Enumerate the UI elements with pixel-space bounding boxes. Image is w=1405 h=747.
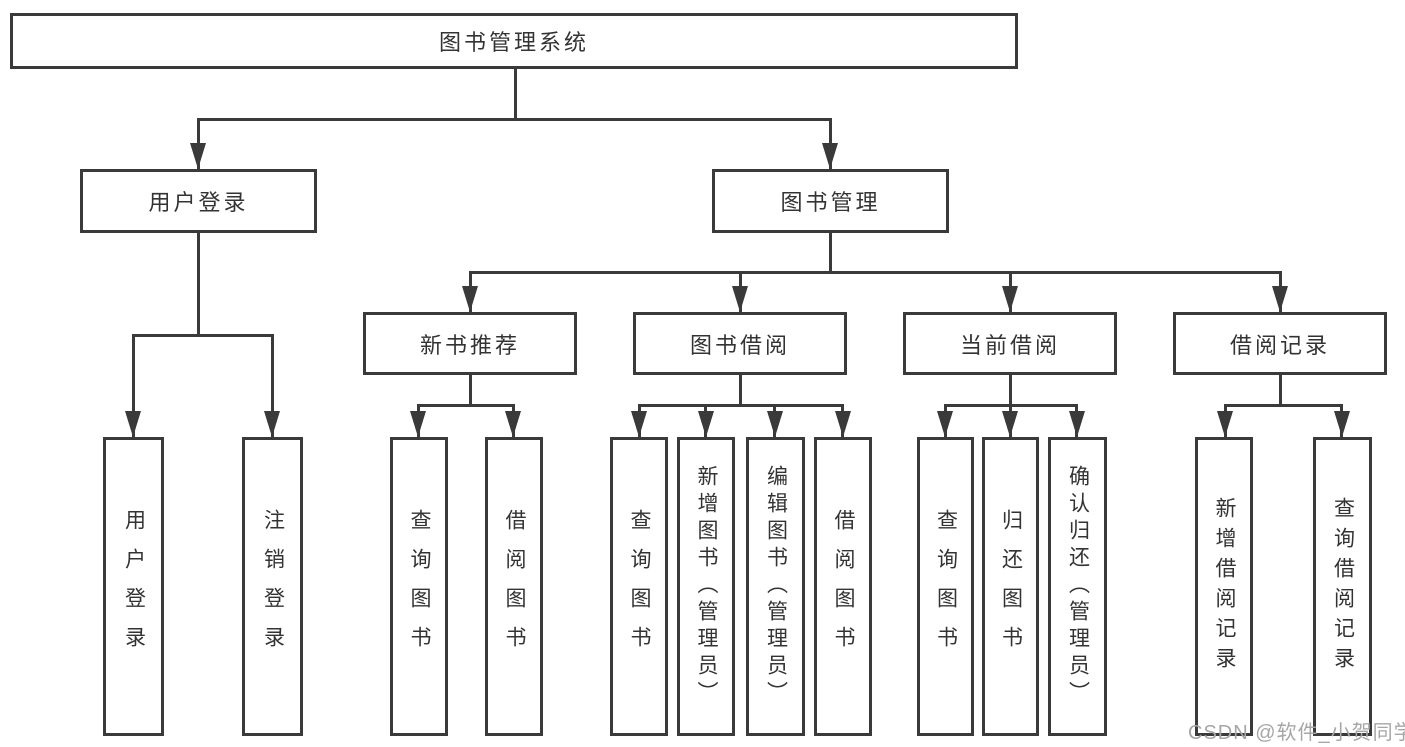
node-label: 图书管理系统 (438, 30, 589, 55)
leaf-label: 用户登录 (122, 508, 146, 665)
leaf-query-books-current: 查询图书 (917, 437, 974, 736)
arrowhead-down-icon (1069, 411, 1085, 437)
node-user-login: 用户登录 (80, 169, 317, 233)
node-label: 用户登录 (148, 190, 249, 215)
connector-stem (1009, 375, 1012, 407)
arrowhead-down-icon (264, 411, 280, 437)
arrowhead-down-icon (698, 411, 714, 437)
leaf-user-login: 用户登录 (103, 437, 164, 736)
leaf-label: 借阅图书 (503, 508, 526, 665)
node-label: 图书借阅 (689, 332, 790, 358)
node-label: 当前借阅 (959, 332, 1060, 358)
connector-root-rail (197, 118, 832, 121)
leaf-add-borrow-record: 新增借阅记录 (1195, 437, 1253, 736)
leaf-query-borrow-record: 查询借阅记录 (1313, 437, 1372, 736)
leaf-label: 新增借阅记录 (1213, 496, 1236, 677)
arrowhead-down-icon (1002, 411, 1018, 437)
connector-stem (829, 233, 832, 274)
leaf-label: 编辑图书（管理员） (764, 465, 788, 708)
leaf-borrow-books-recommend: 借阅图书 (485, 437, 543, 736)
arrowhead-down-icon (1272, 286, 1288, 312)
connector-stem (739, 375, 742, 407)
connector-rail (417, 404, 515, 407)
connector-rail (638, 404, 844, 407)
connector-drop (132, 334, 135, 437)
connector-root-stem (514, 66, 517, 120)
arrowhead-down-icon (835, 411, 851, 437)
node-label: 借阅记录 (1229, 332, 1330, 358)
connector-rail (132, 334, 274, 337)
arrowhead-down-icon (505, 411, 521, 437)
node-new-book-recommendation: 新书推荐 (363, 312, 577, 375)
node-current-borrowing: 当前借阅 (903, 312, 1117, 375)
node-label: 图书管理 (780, 190, 881, 215)
arrowhead-down-icon (1217, 411, 1233, 437)
arrowhead-down-icon (1002, 286, 1018, 312)
csdn-watermark: CSDN @软件_小贺同学 (1188, 722, 1405, 744)
node-library-management-system: 图书管理系统 (10, 13, 1018, 69)
connector-stem (197, 233, 200, 336)
arrowhead-down-icon (767, 411, 783, 437)
arrowhead-down-icon (1334, 411, 1350, 437)
arrowhead-down-icon (732, 286, 748, 312)
arrowhead-down-icon (822, 143, 838, 169)
connector-rail (469, 271, 1282, 274)
arrowhead-down-icon (462, 286, 478, 312)
leaf-label: 查询图书 (934, 508, 958, 665)
node-label: 新书推荐 (419, 332, 520, 358)
connector-drop (271, 334, 274, 437)
leaf-confirm-return-admin: 确认归还（管理员） (1048, 437, 1107, 736)
leaf-edit-books-admin: 编辑图书（管理员） (746, 437, 805, 736)
leaf-label: 借阅图书 (832, 508, 855, 665)
leaf-label: 新增图书（管理员） (695, 465, 718, 708)
leaf-logout: 注销登录 (242, 437, 303, 736)
leaf-label: 查询图书 (408, 508, 431, 665)
connector-stem (469, 375, 472, 407)
connector-stem (1279, 375, 1282, 407)
leaf-label: 查询借阅记录 (1331, 496, 1355, 677)
leaf-label: 注销登录 (261, 508, 285, 665)
leaf-label: 确认归还（管理员） (1066, 465, 1090, 708)
leaf-borrow-books: 借阅图书 (814, 437, 872, 736)
arrowhead-down-icon (410, 411, 426, 437)
node-book-management: 图书管理 (712, 169, 949, 233)
connector-rail (1224, 404, 1343, 407)
leaf-label: 查询图书 (628, 508, 651, 665)
node-book-borrowing: 图书借阅 (633, 312, 847, 375)
arrowhead-down-icon (631, 411, 647, 437)
arrowhead-down-icon (937, 411, 953, 437)
leaf-label: 归还图书 (999, 508, 1023, 665)
arrowhead-down-icon (125, 411, 141, 437)
node-borrowing-records: 借阅记录 (1173, 312, 1387, 375)
leaf-add-books-admin: 新增图书（管理员） (677, 437, 735, 736)
arrowhead-down-icon (190, 143, 206, 169)
leaf-query-books-recommend: 查询图书 (390, 437, 448, 736)
leaf-return-books: 归还图书 (982, 437, 1039, 736)
leaf-query-books-borrowing: 查询图书 (610, 437, 668, 736)
